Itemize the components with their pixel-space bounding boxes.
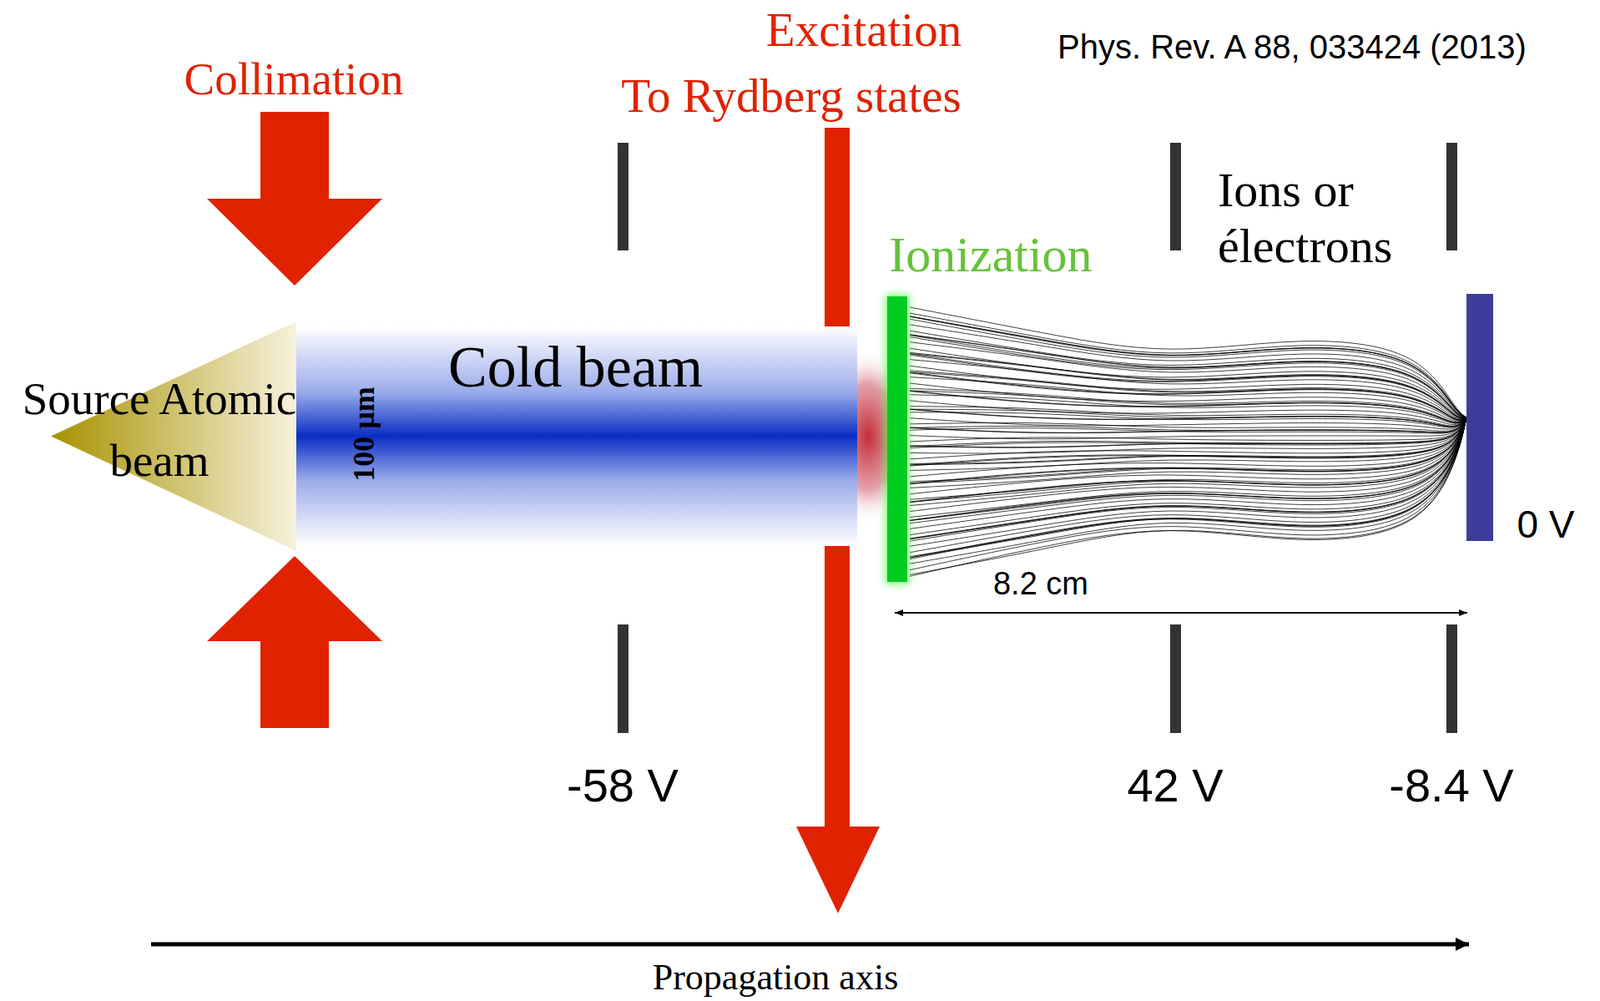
trajectory — [909, 417, 1467, 431]
trajectory — [909, 354, 1467, 419]
trajectory — [909, 318, 1467, 418]
trajectory — [909, 417, 1467, 502]
trajectory — [909, 417, 1467, 454]
voltage-label: 0 V — [1516, 502, 1575, 547]
trajectory — [909, 417, 1467, 521]
ionization-label: Ionization — [888, 226, 1092, 284]
trajectory — [909, 417, 1467, 502]
trajectory — [909, 417, 1467, 506]
trajectory — [909, 417, 1467, 558]
excitation-label: Excitation — [766, 2, 962, 58]
citation: Phys. Rev. A 88, 033424 (2013) — [1057, 27, 1527, 66]
trajectory — [909, 417, 1467, 485]
trajectory — [909, 417, 1467, 560]
particle-label: Ions or électrons — [1217, 162, 1469, 274]
width-label: 100 µm — [347, 386, 382, 482]
trajectory — [909, 417, 1467, 433]
trajectory — [909, 330, 1467, 418]
voltage-label: -8.4 V — [1388, 758, 1514, 813]
trajectory — [909, 417, 1467, 465]
excitation-label: To Rydberg states — [620, 68, 961, 124]
beam-label: Cold beam — [448, 328, 703, 408]
trajectory — [909, 417, 1467, 529]
trajectory — [909, 417, 1467, 540]
source-label: Source Atomic beam — [0, 368, 318, 493]
trajectory — [909, 417, 1467, 576]
trajectory — [909, 417, 1467, 434]
collimation-label: Collimation — [184, 52, 404, 106]
trajectory — [909, 417, 1467, 434]
dimension-label: 8.2 cm — [993, 565, 1089, 603]
voltage-label: -58 V — [566, 758, 679, 813]
trajectory — [909, 417, 1467, 448]
trajectory — [909, 417, 1467, 558]
trajectory — [909, 417, 1467, 520]
trajectory — [909, 417, 1467, 440]
trajectory — [909, 417, 1467, 460]
trajectory — [909, 417, 1467, 521]
trajectory — [909, 417, 1467, 488]
trajectory — [909, 417, 1467, 518]
ionization-glow — [884, 293, 910, 585]
trajectory — [909, 417, 1467, 484]
trajectory — [909, 417, 1467, 433]
trajectory — [909, 417, 1467, 575]
trajectory — [909, 417, 1467, 448]
ion-trajectories — [909, 307, 1467, 576]
trajectory — [909, 417, 1467, 541]
trajectory — [909, 417, 1467, 540]
trajectory — [909, 353, 1467, 419]
trajectory — [909, 417, 1467, 449]
trajectory — [909, 417, 1467, 503]
dimension-arrow — [894, 611, 1468, 614]
trajectory — [909, 417, 1467, 536]
trajectory — [909, 417, 1467, 495]
voltage-label: 42 V — [1126, 758, 1223, 813]
axis-label: Propagation axis — [652, 955, 899, 999]
source-triangle: Source Atomic beam — [50, 321, 297, 551]
trajectory — [909, 417, 1467, 557]
trajectory — [909, 417, 1467, 571]
trajectory — [909, 394, 1467, 424]
detector — [1466, 293, 1494, 541]
trajectory — [909, 417, 1467, 553]
trajectory — [909, 417, 1467, 442]
trajectory — [909, 417, 1467, 484]
trajectory — [909, 417, 1467, 465]
trajectory — [909, 417, 1467, 512]
trajectory — [909, 417, 1467, 470]
trajectory — [909, 417, 1467, 564]
trajectory — [909, 412, 1467, 428]
ionization-plane — [887, 296, 908, 582]
axis-arrow — [151, 942, 1469, 947]
trajectory — [909, 417, 1467, 539]
trajectory — [909, 417, 1467, 466]
trajectory — [909, 417, 1467, 447]
trajectory — [909, 312, 1467, 418]
